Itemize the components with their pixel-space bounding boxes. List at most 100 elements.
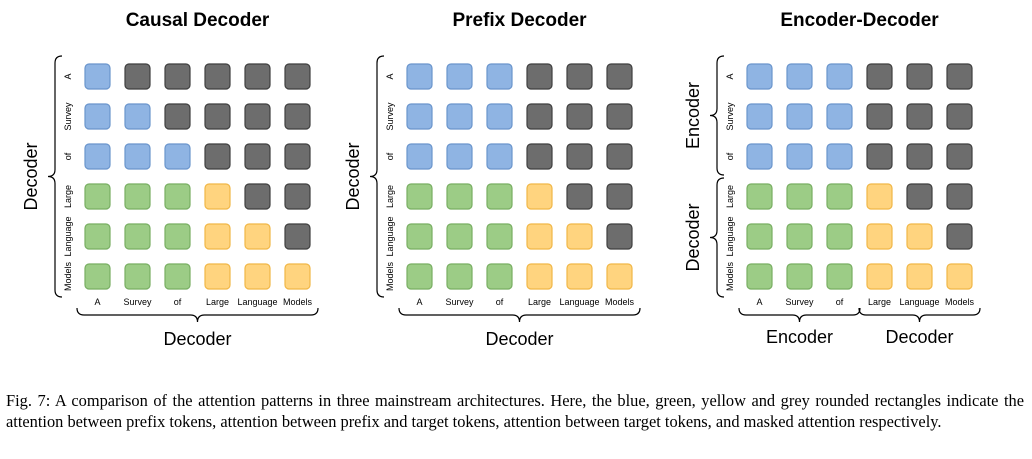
attention-cell	[566, 143, 593, 170]
attention-cell	[204, 63, 231, 90]
attention-cell	[746, 223, 773, 250]
attention-cell	[786, 223, 813, 250]
attention-cell	[746, 183, 773, 210]
panel-title: Encoder-Decoder	[780, 10, 939, 31]
attention-cell	[446, 223, 473, 250]
column-label: Models	[283, 297, 313, 307]
bottom-label: Encoder	[766, 327, 833, 347]
column-label: Large	[528, 297, 551, 307]
attention-cell	[124, 183, 151, 210]
attention-cell	[606, 183, 633, 210]
attention-diagram: Causal DecoderASurveyofLargeLanguageMode…	[21, 10, 981, 349]
row-label: A	[725, 73, 735, 79]
attention-cell	[486, 263, 513, 290]
attention-cell	[446, 263, 473, 290]
attention-cell	[866, 263, 893, 290]
row-label: Language	[725, 216, 735, 256]
attention-cell	[406, 143, 433, 170]
attention-cell	[946, 223, 973, 250]
column-label: Language	[899, 297, 939, 307]
bottom-brace-encoder	[738, 307, 861, 323]
attention-cell	[906, 103, 933, 130]
attention-cell	[244, 183, 271, 210]
attention-cell	[946, 183, 973, 210]
attention-cell	[244, 63, 271, 90]
row-label: Survey	[63, 102, 73, 131]
attention-cell	[446, 103, 473, 130]
attention-cell	[486, 143, 513, 170]
row-label: of	[63, 152, 73, 160]
attention-cell	[486, 103, 513, 130]
attention-cell	[124, 63, 151, 90]
attention-cell	[164, 223, 191, 250]
column-label: Language	[237, 297, 277, 307]
attention-cell	[284, 103, 311, 130]
column-label: Models	[605, 297, 635, 307]
row-label: Language	[385, 216, 395, 256]
row-label: of	[385, 152, 395, 160]
attention-cell	[406, 103, 433, 130]
attention-cell	[906, 63, 933, 90]
attention-cell	[284, 263, 311, 290]
attention-cell	[446, 183, 473, 210]
left-label: Decoder	[683, 203, 703, 271]
attention-cell	[746, 63, 773, 90]
column-label: Survey	[123, 297, 152, 307]
attention-cell	[284, 63, 311, 90]
attention-cell	[866, 103, 893, 130]
attention-cell	[204, 263, 231, 290]
column-label: Models	[945, 297, 975, 307]
attention-cell	[826, 63, 853, 90]
figure-caption: Fig. 7: A comparison of the attention pa…	[6, 391, 1024, 431]
column-label: of	[496, 297, 504, 307]
attention-cell	[826, 103, 853, 130]
attention-cell	[786, 103, 813, 130]
row-label: A	[385, 73, 395, 79]
attention-cell	[164, 183, 191, 210]
column-label: of	[174, 297, 182, 307]
attention-cell	[486, 63, 513, 90]
row-label: Survey	[725, 102, 735, 131]
bottom-label: Decoder	[163, 329, 231, 349]
bottom-brace	[76, 307, 319, 323]
row-label: A	[63, 73, 73, 79]
panel-title: Causal Decoder	[126, 10, 270, 31]
column-label: Language	[559, 297, 599, 307]
attention-cell	[84, 183, 111, 210]
column-label: A	[416, 297, 422, 307]
attention-cell	[486, 183, 513, 210]
attention-cell	[566, 223, 593, 250]
left-brace	[47, 55, 63, 298]
attention-cell	[746, 103, 773, 130]
attention-cell	[406, 183, 433, 210]
attention-cell	[84, 223, 111, 250]
bottom-label: Decoder	[885, 327, 953, 347]
attention-cell	[826, 183, 853, 210]
bottom-brace-decoder	[858, 307, 981, 323]
attention-cell	[244, 103, 271, 130]
attention-cell	[244, 143, 271, 170]
attention-cell	[746, 143, 773, 170]
column-label: Large	[206, 297, 229, 307]
attention-cell	[124, 223, 151, 250]
attention-cell	[244, 263, 271, 290]
attention-cell	[526, 103, 553, 130]
attention-cell	[284, 143, 311, 170]
attention-cell	[946, 143, 973, 170]
attention-cell	[566, 263, 593, 290]
attention-cell	[406, 263, 433, 290]
row-label: Survey	[385, 102, 395, 131]
attention-cell	[906, 223, 933, 250]
attention-cell	[526, 63, 553, 90]
row-label: Models	[63, 261, 73, 291]
row-label: Language	[63, 216, 73, 256]
attention-cell	[606, 103, 633, 130]
attention-cell	[826, 263, 853, 290]
attention-cell	[284, 223, 311, 250]
attention-cell	[204, 183, 231, 210]
attention-cell	[786, 183, 813, 210]
attention-cell	[906, 143, 933, 170]
attention-cell	[164, 143, 191, 170]
attention-cell	[906, 183, 933, 210]
